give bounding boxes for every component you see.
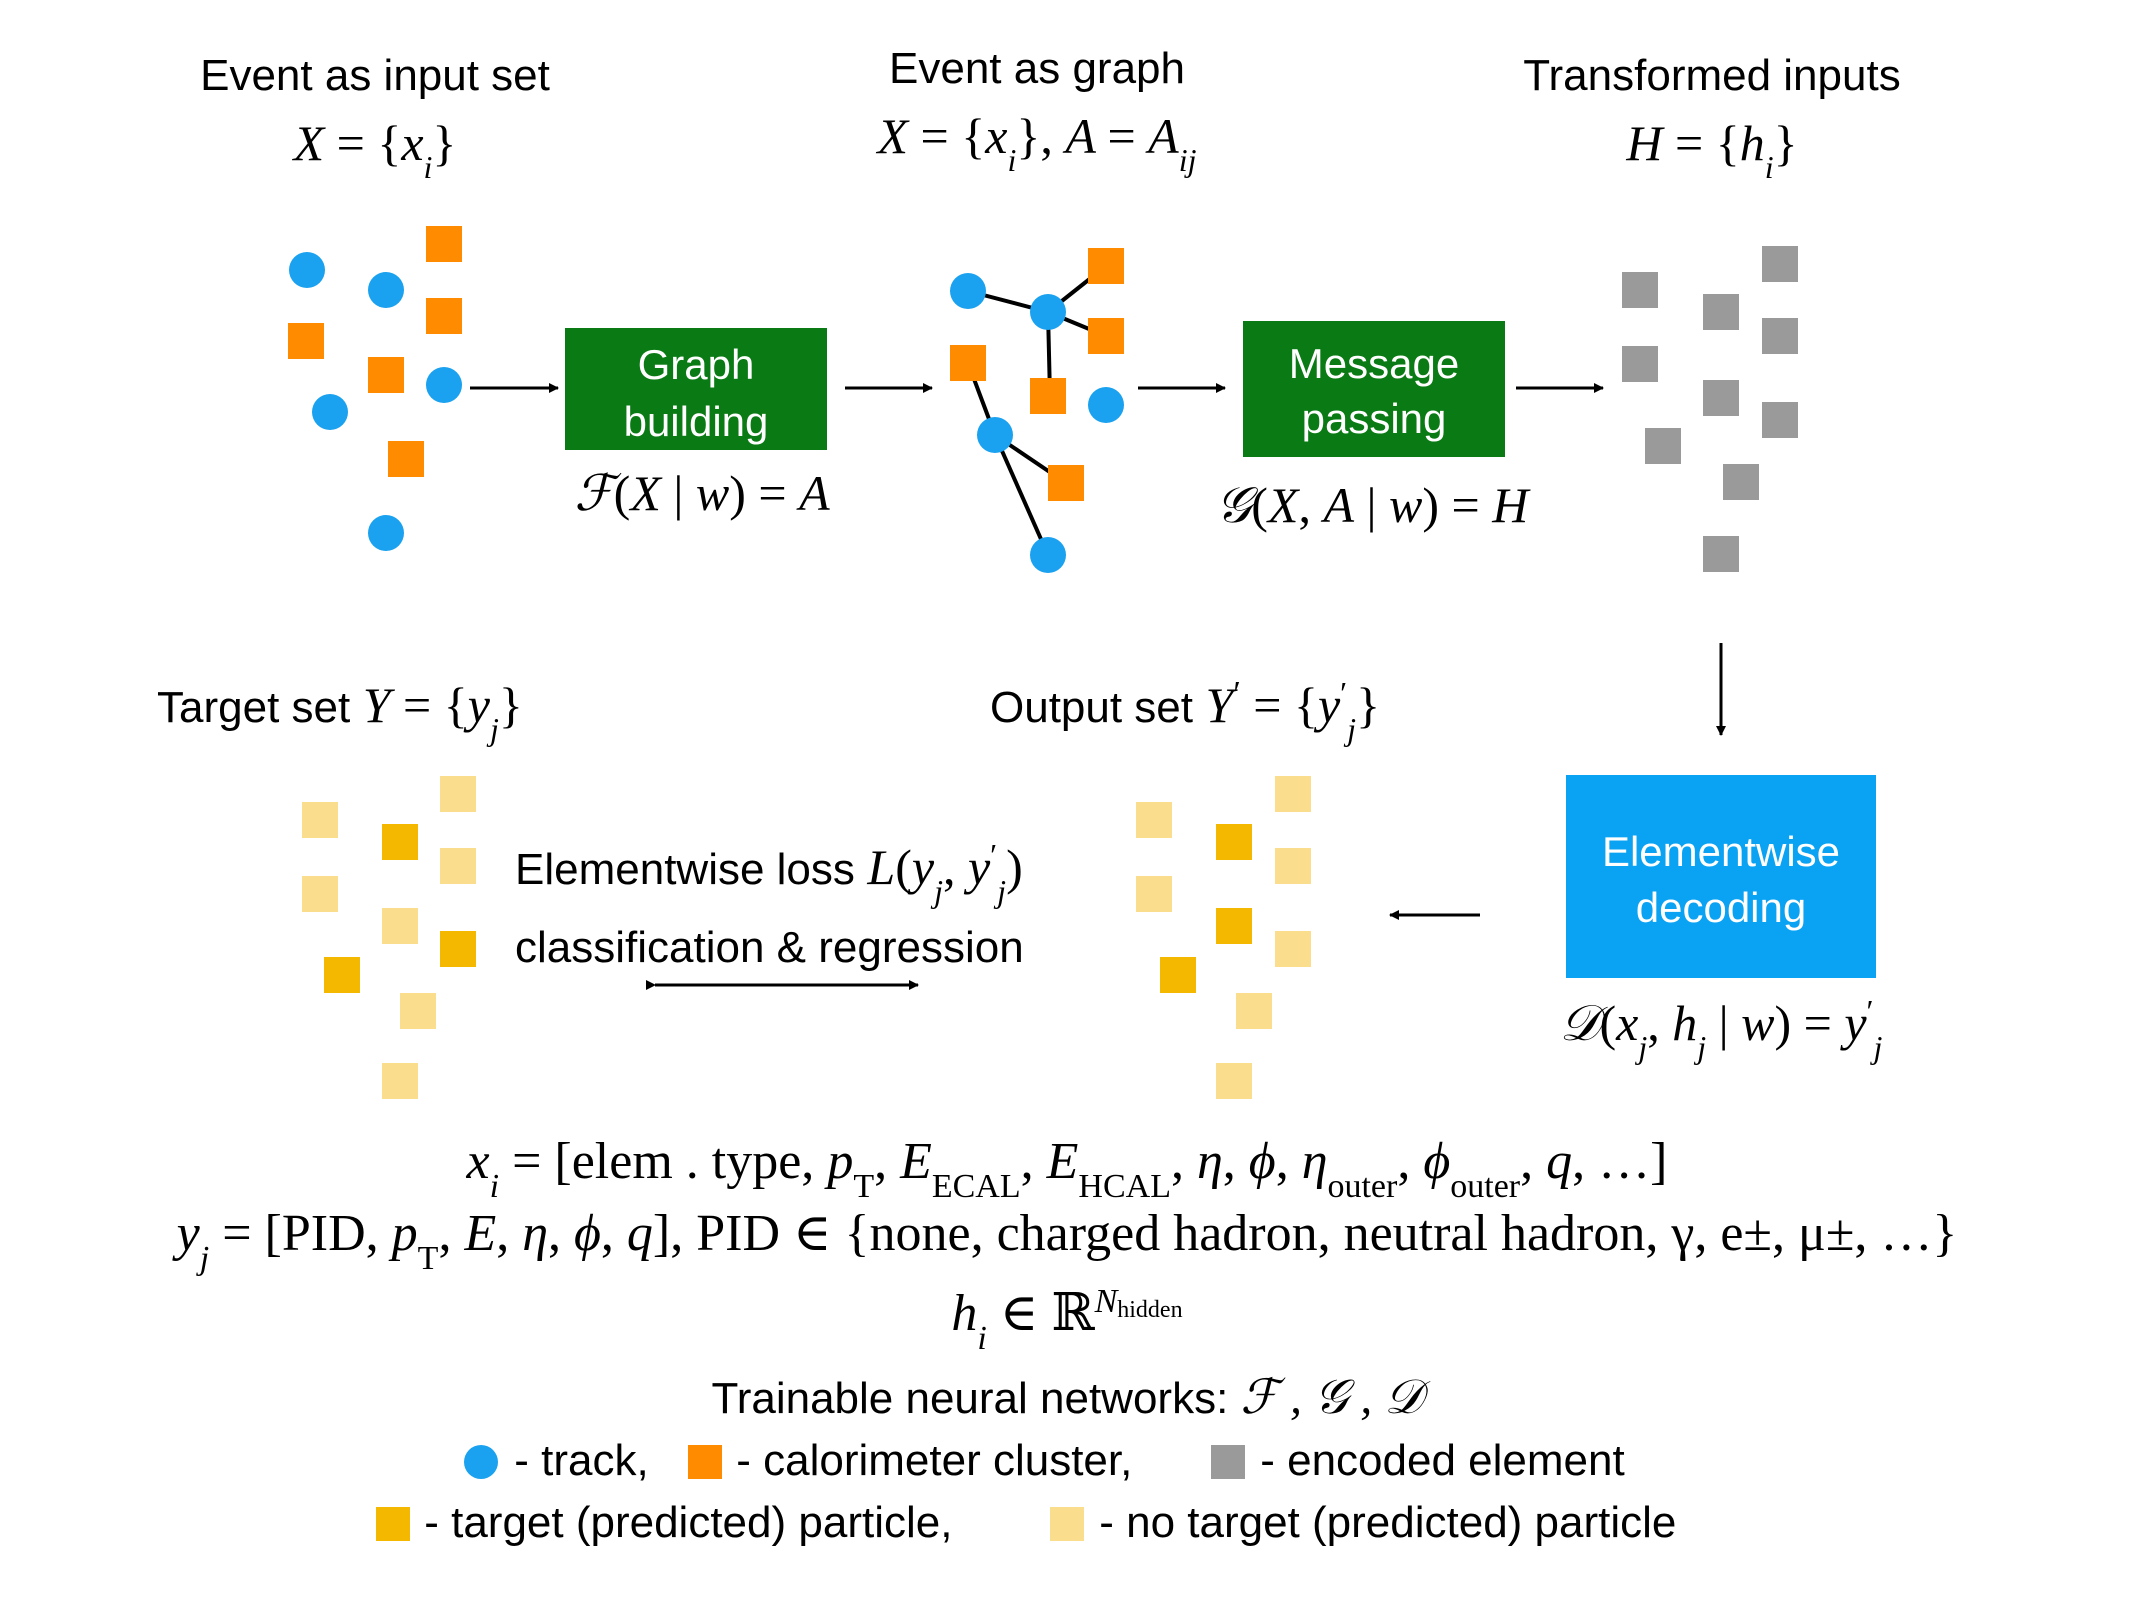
legend-target-label: - target (predicted) particle, xyxy=(412,1498,965,1547)
message-passing-formula: 𝒢(X, A | w) = H xyxy=(1216,477,1532,533)
legend-calorimeter-label: - calorimeter cluster, xyxy=(724,1436,1145,1485)
graph-building-label-1: Graph xyxy=(638,341,755,388)
calorimeter-node xyxy=(1030,378,1066,414)
target-square-icon xyxy=(376,1507,410,1541)
target-set-elements xyxy=(302,776,476,1099)
calorimeter-node xyxy=(426,226,462,262)
encoded-node xyxy=(1622,346,1658,382)
header-transformed: Transformed inputs xyxy=(1523,51,1900,100)
output-set-title: Output set Y′ = {y′j} xyxy=(990,675,1380,748)
track-node xyxy=(1088,387,1124,423)
target-node xyxy=(1160,957,1196,993)
legend-no-target-label: - no target (predicted) particle xyxy=(1087,1498,1676,1547)
track-node xyxy=(1030,537,1066,573)
header-input-set: Event as input set xyxy=(200,51,550,100)
input-set-elements xyxy=(288,226,462,551)
no-target-node xyxy=(400,993,436,1029)
trainable-networks-line: Trainable neural networks: ℱ , 𝒢 , 𝒟 xyxy=(711,1371,1431,1424)
graph-building-box xyxy=(565,328,827,450)
no-target-node xyxy=(440,776,476,812)
target-node xyxy=(382,824,418,860)
loss-line-2: classification & regression xyxy=(515,923,1024,972)
track-node xyxy=(950,273,986,309)
no-target-node xyxy=(440,848,476,884)
encoded-node xyxy=(1762,246,1798,282)
legend-line-2: - target (predicted) particle, - no targ… xyxy=(376,1498,1676,1547)
decoding-label-1: Elementwise xyxy=(1602,828,1840,875)
header-graph: Event as graph xyxy=(889,44,1185,93)
legend-track-label: - track, xyxy=(502,1436,661,1485)
no-target-node xyxy=(302,876,338,912)
graph-building-formula: ℱ(X | w) = A xyxy=(574,465,830,521)
track-node xyxy=(368,515,404,551)
encoded-node xyxy=(1622,272,1658,308)
no-target-node xyxy=(1136,876,1172,912)
decoding-label-2: decoding xyxy=(1636,884,1806,931)
header-transformed-formula: H = {hi} xyxy=(1625,115,1797,185)
encoded-node xyxy=(1703,536,1739,572)
calorimeter-square-icon xyxy=(688,1445,722,1479)
track-node xyxy=(977,417,1013,453)
no-target-node xyxy=(1275,931,1311,967)
calorimeter-node xyxy=(288,323,324,359)
no-target-node xyxy=(1136,802,1172,838)
target-set-title: Target set Y = {yj} xyxy=(157,677,523,747)
encoded-node xyxy=(1703,380,1739,416)
calorimeter-node xyxy=(1048,465,1084,501)
no-target-node xyxy=(382,1063,418,1099)
output-set-elements xyxy=(1136,776,1311,1099)
target-node xyxy=(1216,824,1252,860)
encoded-node xyxy=(1762,402,1798,438)
track-circle-icon xyxy=(464,1445,498,1479)
event-graph xyxy=(950,248,1124,573)
elementwise-decoding-box xyxy=(1566,775,1876,978)
definition-y: yj = [PID, pT, E, η, ϕ, q], PID ∈ {none,… xyxy=(172,1205,1958,1277)
encoded-node xyxy=(1703,294,1739,330)
calorimeter-node xyxy=(1088,318,1124,354)
calorimeter-node xyxy=(950,345,986,381)
track-node xyxy=(312,394,348,430)
calorimeter-node xyxy=(426,298,462,334)
target-node xyxy=(440,931,476,967)
calorimeter-node xyxy=(368,357,404,393)
target-node xyxy=(324,957,360,993)
loss-line-1: Elementwise loss L(yj, y′j) xyxy=(515,837,1023,909)
definition-x: xi = [elem . type, pT, EECAL, EHCAL, η, … xyxy=(466,1133,1668,1205)
no-target-node xyxy=(1236,993,1272,1029)
calorimeter-node xyxy=(1088,248,1124,284)
definition-h: hi ∈ ℝNhidden xyxy=(951,1283,1182,1357)
header-input-formula: X = {xi} xyxy=(292,115,457,185)
legend-encoded-label: - encoded element xyxy=(1248,1436,1625,1485)
no-target-node xyxy=(302,802,338,838)
encoded-node xyxy=(1762,318,1798,354)
header-graph-formula: X = {xi}, A = Aij xyxy=(875,108,1196,178)
legend-line-1: - track, - calorimeter cluster, - encode… xyxy=(464,1436,1625,1485)
no-target-square-icon xyxy=(1050,1507,1084,1541)
no-target-node xyxy=(1275,776,1311,812)
graph-building-label-2: building xyxy=(624,398,769,445)
no-target-node xyxy=(1216,1063,1252,1099)
no-target-node xyxy=(382,908,418,944)
decoding-formula: 𝒟(xj, hj | w) = y′j xyxy=(1560,993,1883,1065)
encoded-node xyxy=(1723,464,1759,500)
track-node xyxy=(426,367,462,403)
encoded-node xyxy=(1645,428,1681,464)
encoded-square-icon xyxy=(1211,1445,1245,1479)
message-passing-label-2: passing xyxy=(1302,395,1447,442)
transformed-elements xyxy=(1622,246,1798,572)
message-passing-label-1: Message xyxy=(1289,340,1459,387)
track-node xyxy=(289,252,325,288)
message-passing-box xyxy=(1243,321,1505,457)
target-node xyxy=(1216,908,1252,944)
track-node xyxy=(368,272,404,308)
graph-edge xyxy=(993,434,1050,556)
track-node xyxy=(1030,294,1066,330)
calorimeter-node xyxy=(388,441,424,477)
no-target-node xyxy=(1275,848,1311,884)
